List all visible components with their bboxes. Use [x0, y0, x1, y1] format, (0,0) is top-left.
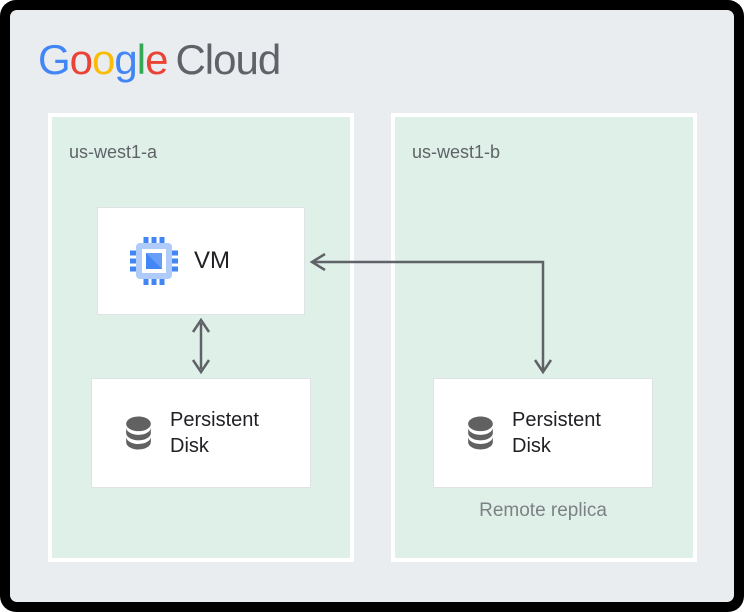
logo-letter: e [145, 36, 168, 83]
logo-letter: G [38, 36, 71, 83]
logo-letter: o [69, 36, 93, 83]
zone-us-west1-b: us-west1-b Persistent Disk Remote replic… [391, 113, 697, 562]
zone-b-label: us-west1-b [412, 142, 501, 162]
persistent-disk-card-a: Persistent Disk [91, 378, 311, 488]
logo-cloud-text: Cloud [175, 36, 281, 83]
disk-a-label: Persistent Disk [170, 409, 259, 457]
zone-a-label: us-west1-a [69, 142, 158, 162]
persistent-disk-icon [120, 411, 157, 455]
vm-card: VM [97, 207, 305, 315]
persistent-disk-card-b: Persistent Disk [433, 378, 653, 488]
vm-label: VM [194, 247, 230, 274]
logo-letter: g [114, 36, 137, 83]
zone-us-west1-a: us-west1-a [48, 113, 354, 562]
remote-replica-caption: Remote replica [479, 500, 607, 521]
persistent-disk-icon [462, 411, 499, 455]
compute-engine-icon [130, 237, 178, 285]
disk-b-label: Persistent Disk [512, 409, 601, 457]
logo-letter: o [92, 36, 115, 83]
logo-letter: l [136, 36, 146, 83]
